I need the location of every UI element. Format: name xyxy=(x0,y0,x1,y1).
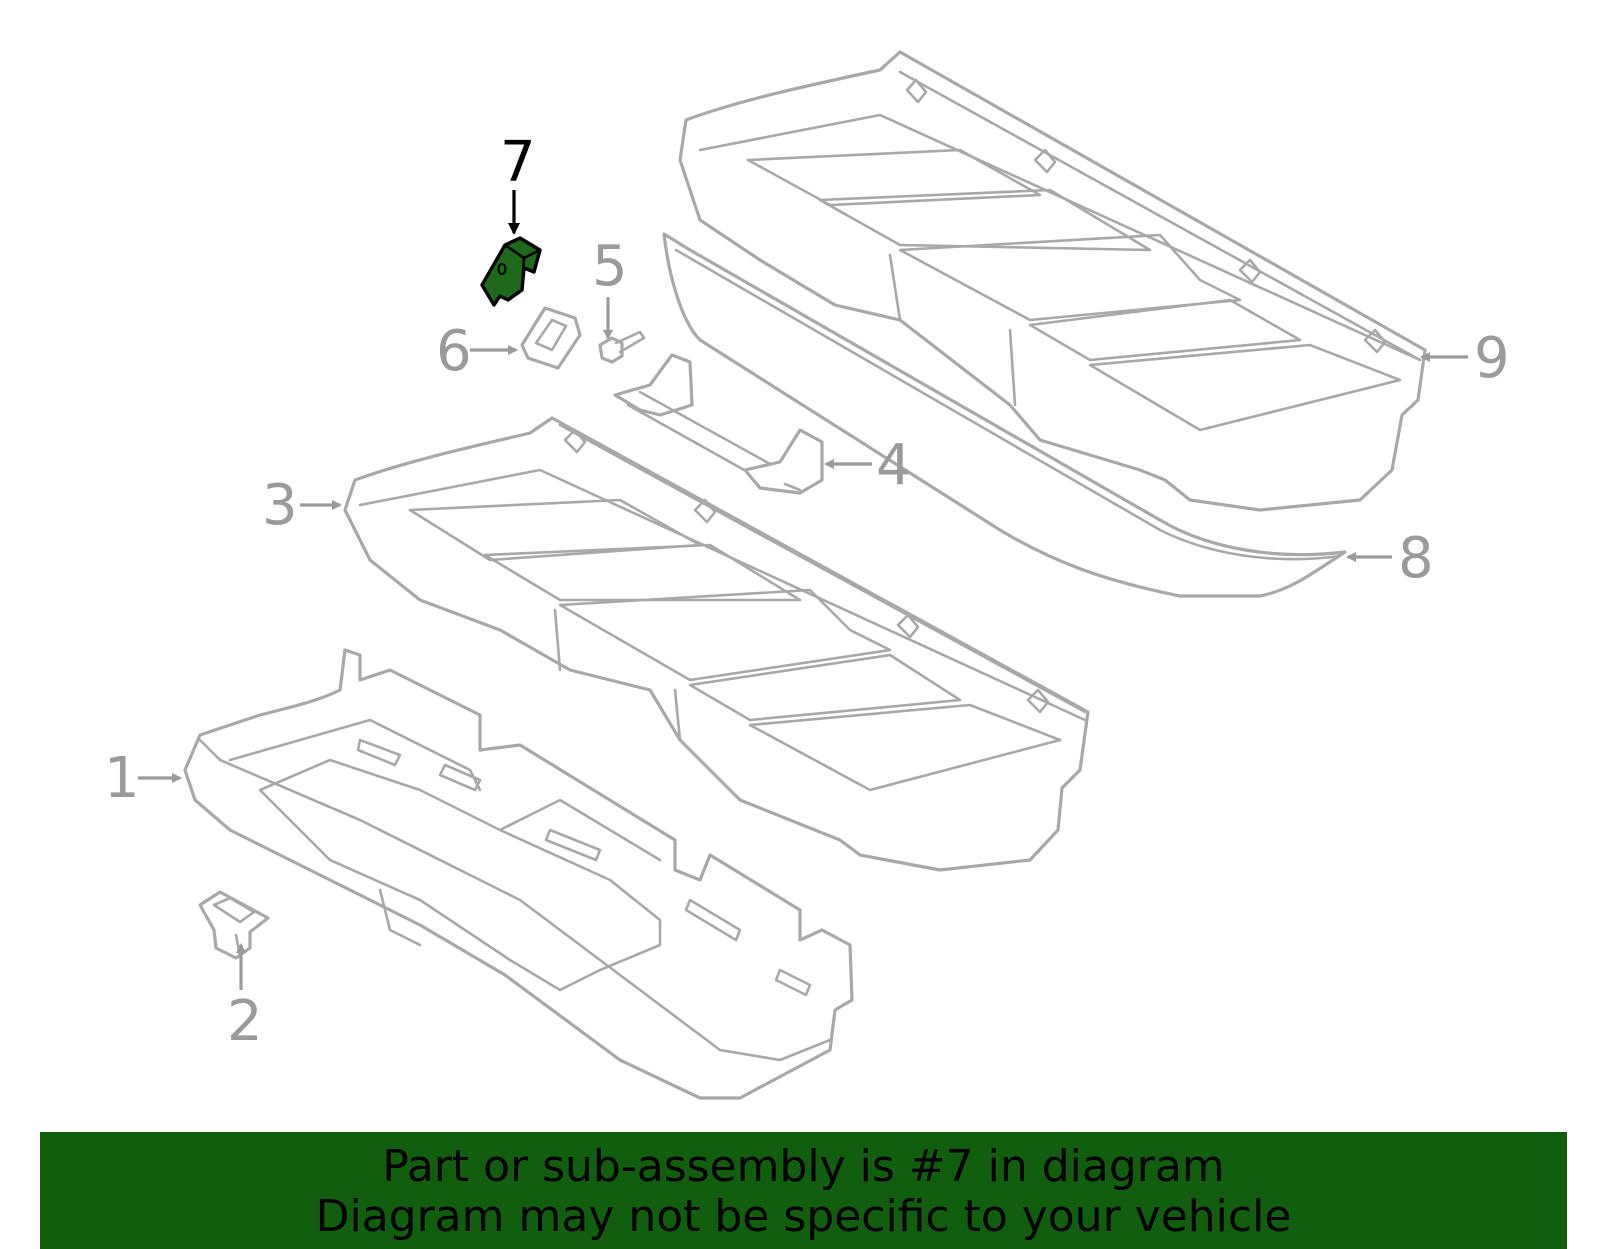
callout-6: 6 xyxy=(436,319,472,384)
part-6-trim-bezel xyxy=(520,306,582,370)
part-1-seat-frame xyxy=(183,648,854,1100)
part-2-clip xyxy=(198,890,270,960)
callout-3: 3 xyxy=(262,473,298,538)
callout-2: 2 xyxy=(227,989,263,1054)
callout-1: 1 xyxy=(104,746,140,811)
callout-5: 5 xyxy=(592,234,628,299)
banner-line-disclaimer: Diagram may not be specific to your vehi… xyxy=(315,1191,1292,1242)
callout-4: 4 xyxy=(876,433,912,498)
part-7-latch-cover xyxy=(480,236,542,307)
part-3-lower-seat-cushion xyxy=(343,416,1090,872)
part-8-trim-strip xyxy=(662,232,1347,598)
callout-8: 8 xyxy=(1398,526,1434,591)
callout-9: 9 xyxy=(1474,326,1510,391)
part-9-upper-seat-cushion xyxy=(678,50,1427,512)
parts-diagram: 1 2 3 4 5 6 7 8 9 xyxy=(104,50,1510,1100)
banner-line-part: Part or sub-assembly is #7 in diagram xyxy=(382,1141,1225,1192)
info-banner: Part or sub-assembly is #7 in diagram Di… xyxy=(40,1132,1567,1249)
callout-7: 7 xyxy=(500,130,536,195)
part-4-bracket xyxy=(613,353,824,495)
